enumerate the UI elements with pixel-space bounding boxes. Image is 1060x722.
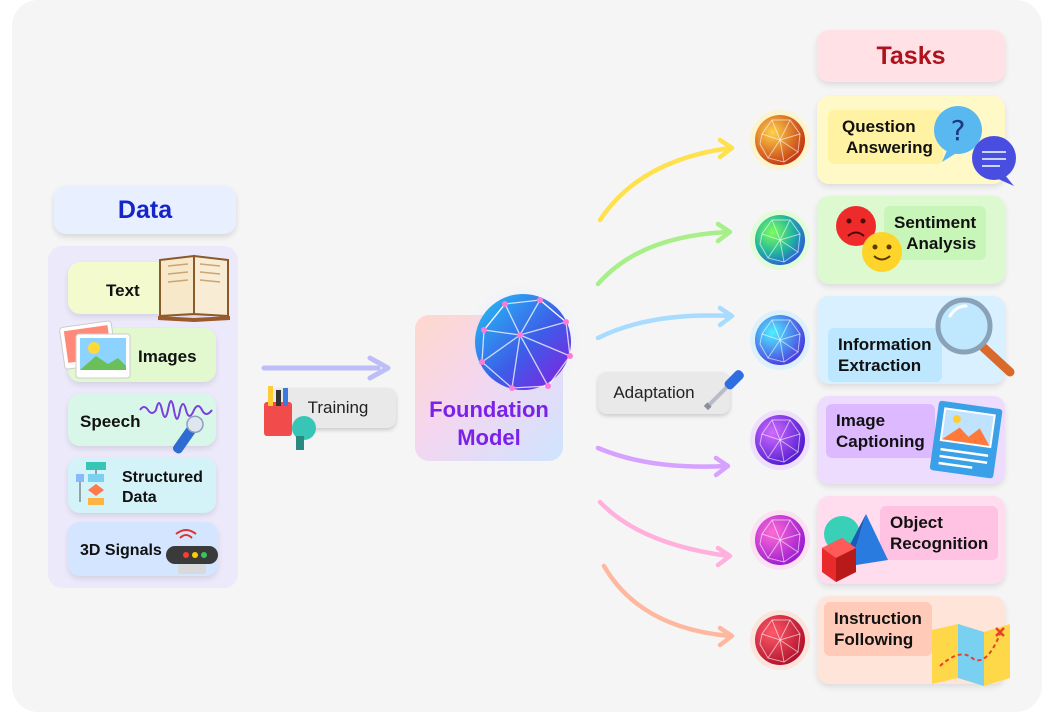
task-label-information-extraction: Information Extraction: [828, 328, 942, 382]
training-pill: Training: [270, 388, 396, 428]
task-label-question-answering: Question Answering: [828, 110, 943, 164]
task-label-sentiment-analysis: Sentiment Analysis: [884, 206, 987, 260]
task-label-object-recognition: Object Recognition: [880, 506, 999, 560]
data-item-speech-label: Speech: [80, 412, 141, 431]
data-item-text-label: Text: [106, 281, 140, 300]
data-section-title: Data: [54, 186, 236, 234]
data-item-text: [68, 262, 216, 314]
task-label-image-captioning: Image Captioning: [826, 404, 935, 458]
foundation-model-line2: Model: [457, 425, 521, 450]
data-item-structured-line2: Data: [122, 489, 157, 506]
data-item-3d-signals-label: 3D Signals: [80, 542, 162, 559]
task-label-instruction-following: Instruction Following: [824, 602, 932, 656]
foundation-model-line1: Foundation: [429, 397, 549, 422]
tasks-section-title: Tasks: [817, 30, 1005, 82]
adaptation-pill: Adaptation: [598, 372, 730, 414]
data-item-structured-line1: Structured: [122, 469, 203, 486]
foundation-model-title: Foundation Model: [415, 396, 563, 452]
data-item-images-label: Images: [138, 347, 197, 366]
